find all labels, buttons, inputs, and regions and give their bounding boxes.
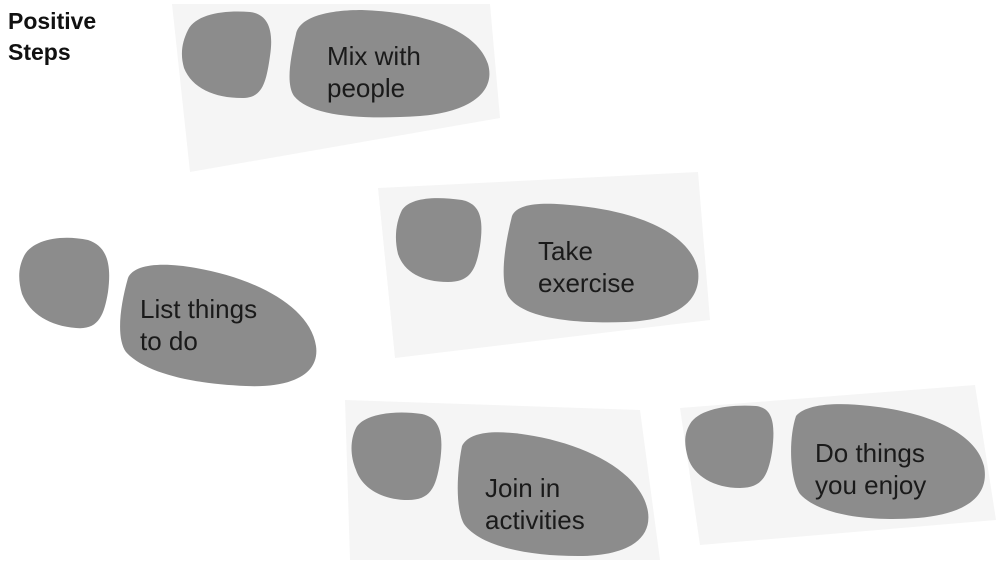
title-line-2: Steps xyxy=(8,39,71,65)
sole-print-join xyxy=(457,432,649,556)
step-label-line: exercise xyxy=(538,268,635,298)
title-line-1: Positive xyxy=(8,8,97,34)
heel-print-exercise xyxy=(395,198,482,282)
step-label-do-things-you-enjoy: Do things you enjoy xyxy=(815,437,926,501)
step-label-line: people xyxy=(327,73,406,103)
step-label-line: List things xyxy=(140,294,258,324)
heel-print-mix xyxy=(181,11,272,98)
heel-print-list xyxy=(19,237,110,329)
step-label-line: you enjoy xyxy=(815,470,927,500)
diagram-title: Positive Steps xyxy=(8,6,96,68)
step-label-line: Join in xyxy=(485,473,561,503)
step-label-line: Do things xyxy=(815,438,925,468)
sole-print-list xyxy=(120,264,317,387)
step-label-line: to do xyxy=(140,326,198,356)
step-label-mix-with-people: Mix with people xyxy=(327,40,421,104)
step-label-join-in-activities: Join in activities xyxy=(485,472,585,536)
sole-print-exercise xyxy=(503,203,699,323)
step-label-line: Take xyxy=(538,236,593,266)
heel-print-join xyxy=(351,412,442,500)
step-label-list-things-to-do: List things to do xyxy=(140,293,257,357)
sole-print-mix xyxy=(289,10,490,118)
step-label-take-exercise: Take exercise xyxy=(538,235,635,299)
heel-print-enjoy xyxy=(685,405,774,488)
sole-print-enjoy xyxy=(791,404,985,519)
step-label-line: Mix with xyxy=(327,41,421,71)
step-label-line: activities xyxy=(485,505,585,535)
